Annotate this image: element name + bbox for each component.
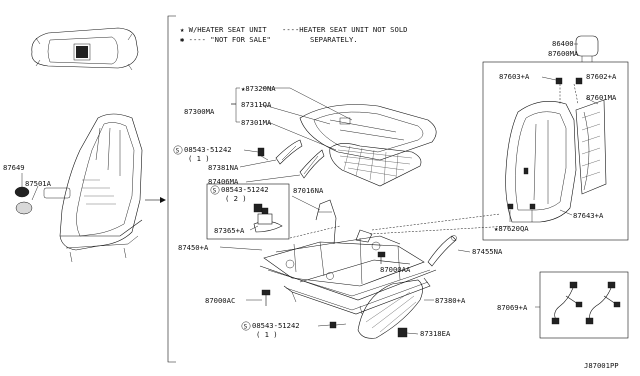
group-bracket: [167, 15, 176, 363]
label-87649: 87649: [3, 163, 25, 172]
bolt-circle-letter-2: S: [213, 188, 217, 195]
label-87643A: 87643+A: [573, 211, 604, 220]
headrest-86400: [575, 35, 599, 62]
arrow-head-icon: [160, 197, 166, 203]
label-bolt-1-qty: ( 1 ): [188, 154, 210, 163]
label-87450A: 87450+A: [178, 243, 209, 252]
label-87601MA: 87601MA: [586, 93, 617, 102]
label-bolt-2-qty: ( 2 ): [225, 194, 247, 203]
harness-87069A: [551, 281, 621, 325]
label-87016NA: 87016NA: [293, 186, 324, 195]
label-87501A: 87501A: [25, 179, 52, 188]
label-86400: 86400: [552, 39, 574, 48]
label-87602A: 87602+A: [586, 72, 617, 81]
label-87455NA: 87455NA: [472, 247, 503, 256]
bolt-87603A: [555, 77, 563, 85]
label-87300MA: 87300MA: [184, 107, 215, 116]
sub-assembly-box: [206, 183, 290, 240]
knob-87649: [14, 186, 33, 215]
seat-frame-illustration: [259, 199, 437, 315]
label-bolt-1: 08543-51242: [184, 145, 232, 154]
label-87365A: 87365+A: [214, 226, 245, 235]
bolt-87000AC: [261, 289, 271, 306]
label-87320NA: ★87320NA: [241, 84, 276, 93]
seat-assembly-illustration: [43, 113, 143, 263]
seat-back-illustration: [505, 99, 607, 223]
side-cover-87380A: [357, 279, 423, 339]
car-top-view-icon: [31, 27, 139, 71]
label-87000AC: 87000AC: [205, 296, 235, 305]
label-bolt-2: 08543-51242: [221, 185, 269, 194]
legend-note-1: ----HEATER SEAT UNIT NOT SOLD: [282, 25, 408, 34]
bolt-1-part: [257, 147, 269, 161]
bolt-circle-icon-2: [210, 185, 220, 195]
legend-note-2: SEPARATELY.: [310, 35, 358, 44]
bolt-circle-letter: S: [176, 148, 180, 155]
label-87600MA: 87600MA: [548, 49, 579, 58]
bolt-87602A: [575, 77, 583, 85]
bolt-circle-icon: [173, 145, 183, 155]
legend-asterisk: ✱ ---- "NOT FOR SALE": [180, 35, 271, 44]
label-bolt-3: 08543-51242: [252, 321, 300, 330]
bolt-87000AA: [377, 251, 386, 264]
label-87603A: 87603+A: [499, 72, 530, 81]
bolt-circle-letter-3: S: [244, 324, 248, 331]
label-87406MA: 87406MA: [208, 177, 239, 186]
cable-87455NA: [427, 235, 457, 267]
label-87311QA: 87311QA: [241, 100, 272, 109]
label-bolt-3-qty: ( 1 ): [256, 330, 278, 339]
legend-star: ★ W/HEATER SEAT UNIT: [180, 25, 267, 34]
bolt-3-part: [329, 321, 347, 329]
lever-part: [253, 203, 283, 233]
label-87381NA: 87381NA: [208, 163, 239, 172]
label-87000AA: 87000AA: [380, 265, 411, 274]
label-87380A: 87380+A: [435, 296, 466, 305]
harness-box: [539, 271, 629, 339]
bolt-circle-icon-3: [241, 321, 251, 331]
trim-cover-parts: [275, 139, 325, 179]
label-87620QA: ★87620QA: [494, 224, 529, 233]
seat-cushion-illustration: [299, 104, 437, 187]
label-87069A: 87069+A: [497, 303, 528, 312]
label-87301MA: 87301MA: [241, 118, 272, 127]
clip-87318EA: [397, 327, 408, 338]
diagram-id: J87001PP: [584, 361, 619, 370]
seat-back-box: [482, 61, 629, 241]
label-87318EA: 87318EA: [420, 329, 451, 338]
